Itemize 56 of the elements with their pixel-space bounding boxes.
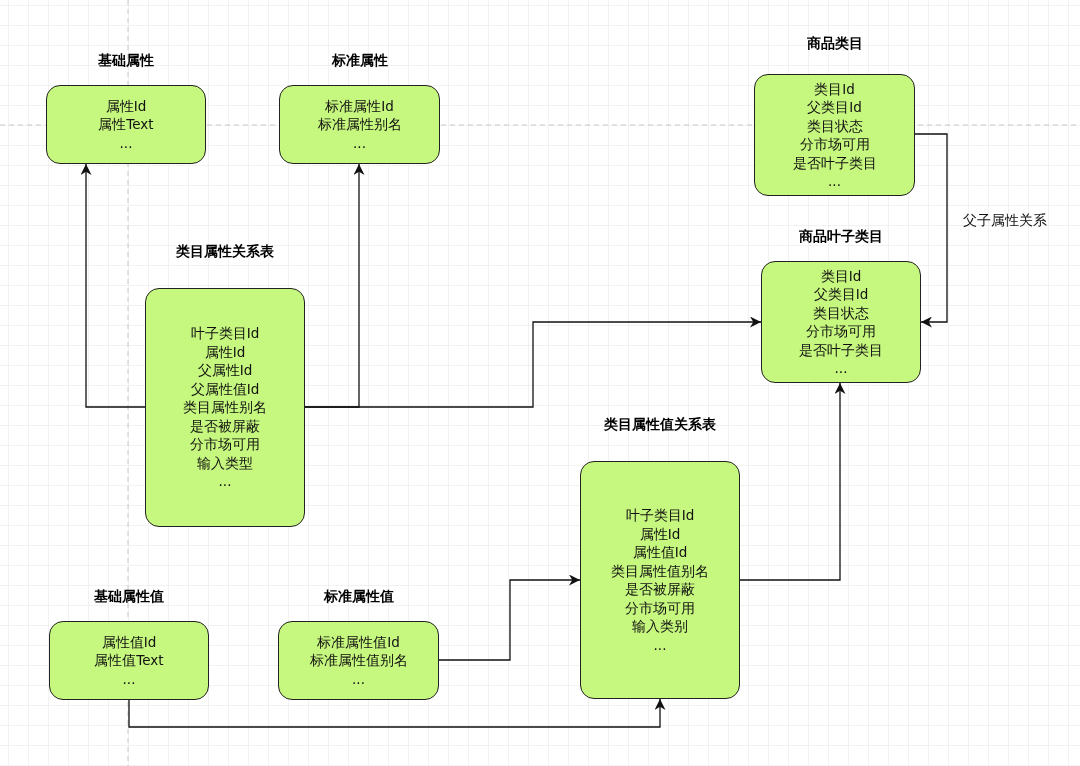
field-text: 输入类别 (632, 617, 688, 636)
field-text: 分市场可用 (806, 322, 876, 341)
field-text: ... (352, 669, 365, 689)
field-text: 标准属性值别名 (309, 651, 408, 670)
field-text: ... (353, 133, 366, 153)
edge-label: 父子属性关系 (963, 212, 1047, 230)
arrow (80, 163, 146, 408)
table-title: 标准属性值 (323, 588, 394, 606)
arrow (914, 133, 948, 328)
field-text: 父类目Id (807, 98, 862, 117)
field-text: 类目Id (820, 266, 862, 285)
arrow (128, 698, 666, 728)
arrow (739, 382, 846, 581)
field-text: ... (119, 133, 133, 153)
field-text: 属性Text (98, 115, 154, 134)
field-text: 分市场可用 (799, 135, 870, 154)
field-text: 是否叶子类目 (792, 153, 877, 172)
field-text: 父属性Id (197, 361, 253, 380)
field-text: 类目状态 (806, 116, 863, 135)
field-text: 类目状态 (813, 303, 869, 322)
field-text: 叶子类目Id (625, 506, 695, 525)
field-text: ... (218, 472, 232, 491)
field-text: 属性值Text (94, 651, 164, 670)
field-text: 分市场可用 (625, 598, 695, 617)
field-text: 属性值Id (101, 632, 157, 652)
table-title: 商品类目 (806, 35, 863, 53)
field-text: 叶子类目Id (190, 324, 260, 343)
field-text: 类目属性值别名 (611, 561, 709, 580)
field-text: 属性Id (105, 96, 147, 116)
table-title: 基础属性值 (94, 588, 164, 606)
arrow (304, 316, 762, 408)
table-title: 基础属性 (98, 52, 154, 70)
field-text: 是否被屏蔽 (190, 416, 260, 436)
field-text: 标准属性值Id (317, 632, 400, 652)
field-text: ... (834, 359, 848, 378)
field-text: 父属性值Id (190, 379, 260, 399)
field-text: 是否叶子类目 (799, 340, 883, 359)
field-text: 标准属性别名 (317, 115, 402, 134)
field-text: 分市场可用 (190, 435, 260, 454)
field-text: 属性Id (204, 342, 246, 362)
field-text: 输入类型 (197, 453, 253, 473)
table-title: 类目属性值关系表 (604, 416, 716, 434)
table-title: 类目属性关系表 (176, 243, 274, 261)
table-title: 商品叶子类目 (799, 228, 883, 246)
field-text: 属性Id (639, 524, 681, 543)
field-text: 标准属性Id (325, 96, 394, 116)
field-text: ... (653, 635, 667, 654)
table-title: 标准属性 (331, 52, 388, 70)
field-text: ... (828, 172, 841, 191)
arrow (438, 574, 581, 661)
field-text: 父类目Id (813, 285, 869, 304)
field-text: 类目Id (814, 79, 855, 98)
field-text: 是否被屏蔽 (625, 580, 695, 599)
field-text: ... (122, 669, 136, 689)
field-text: 属性值Id (632, 543, 688, 562)
field-text: 类目属性别名 (183, 398, 267, 417)
